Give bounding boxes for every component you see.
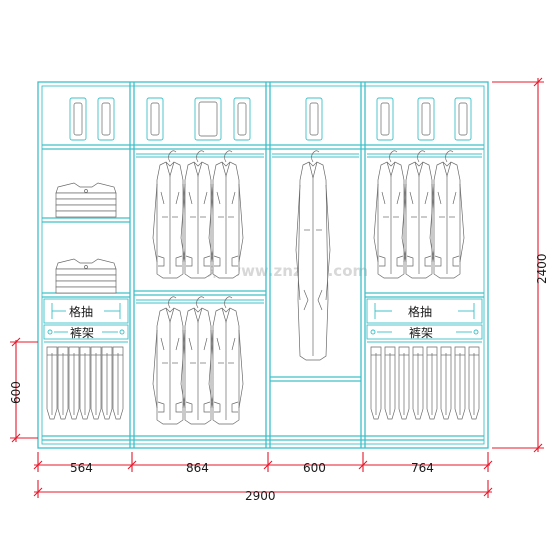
label-drawer-right: 格抽 [408, 304, 432, 319]
folded-clothes-stack [55, 182, 117, 218]
folded-clothes-stack [55, 258, 117, 294]
dim-width-4: 764 [411, 461, 434, 475]
section-long-hang [270, 150, 361, 382]
left-section: 格抽 裤架 [42, 182, 130, 420]
label-pants-rack-left: 裤架 [70, 326, 94, 340]
hanging-jackets-right [373, 150, 465, 279]
dim-total-width: 2900 [245, 489, 276, 503]
dim-width-1: 564 [70, 461, 93, 475]
dim-total-height: 2400 [535, 253, 549, 284]
hanging-jackets-upper [152, 150, 244, 279]
label-pants-rack-right: 裤架 [409, 326, 433, 340]
top-cabinet-handles [69, 97, 472, 141]
section-double-hang [134, 150, 266, 425]
hanging-jackets-lower [152, 296, 244, 425]
dimension-lines [10, 77, 544, 498]
right-section: 格抽 裤架 [365, 150, 484, 420]
hanging-pants-right [370, 346, 480, 420]
dim-width-2: 864 [186, 461, 209, 475]
dim-width-3: 600 [303, 461, 326, 475]
label-drawer-left: 格抽 [69, 304, 93, 319]
hanging-pants-left [46, 346, 124, 420]
hanging-coat [295, 150, 331, 361]
dim-rack-height: 600 [9, 381, 23, 404]
wardrobe-frame [37, 81, 489, 449]
